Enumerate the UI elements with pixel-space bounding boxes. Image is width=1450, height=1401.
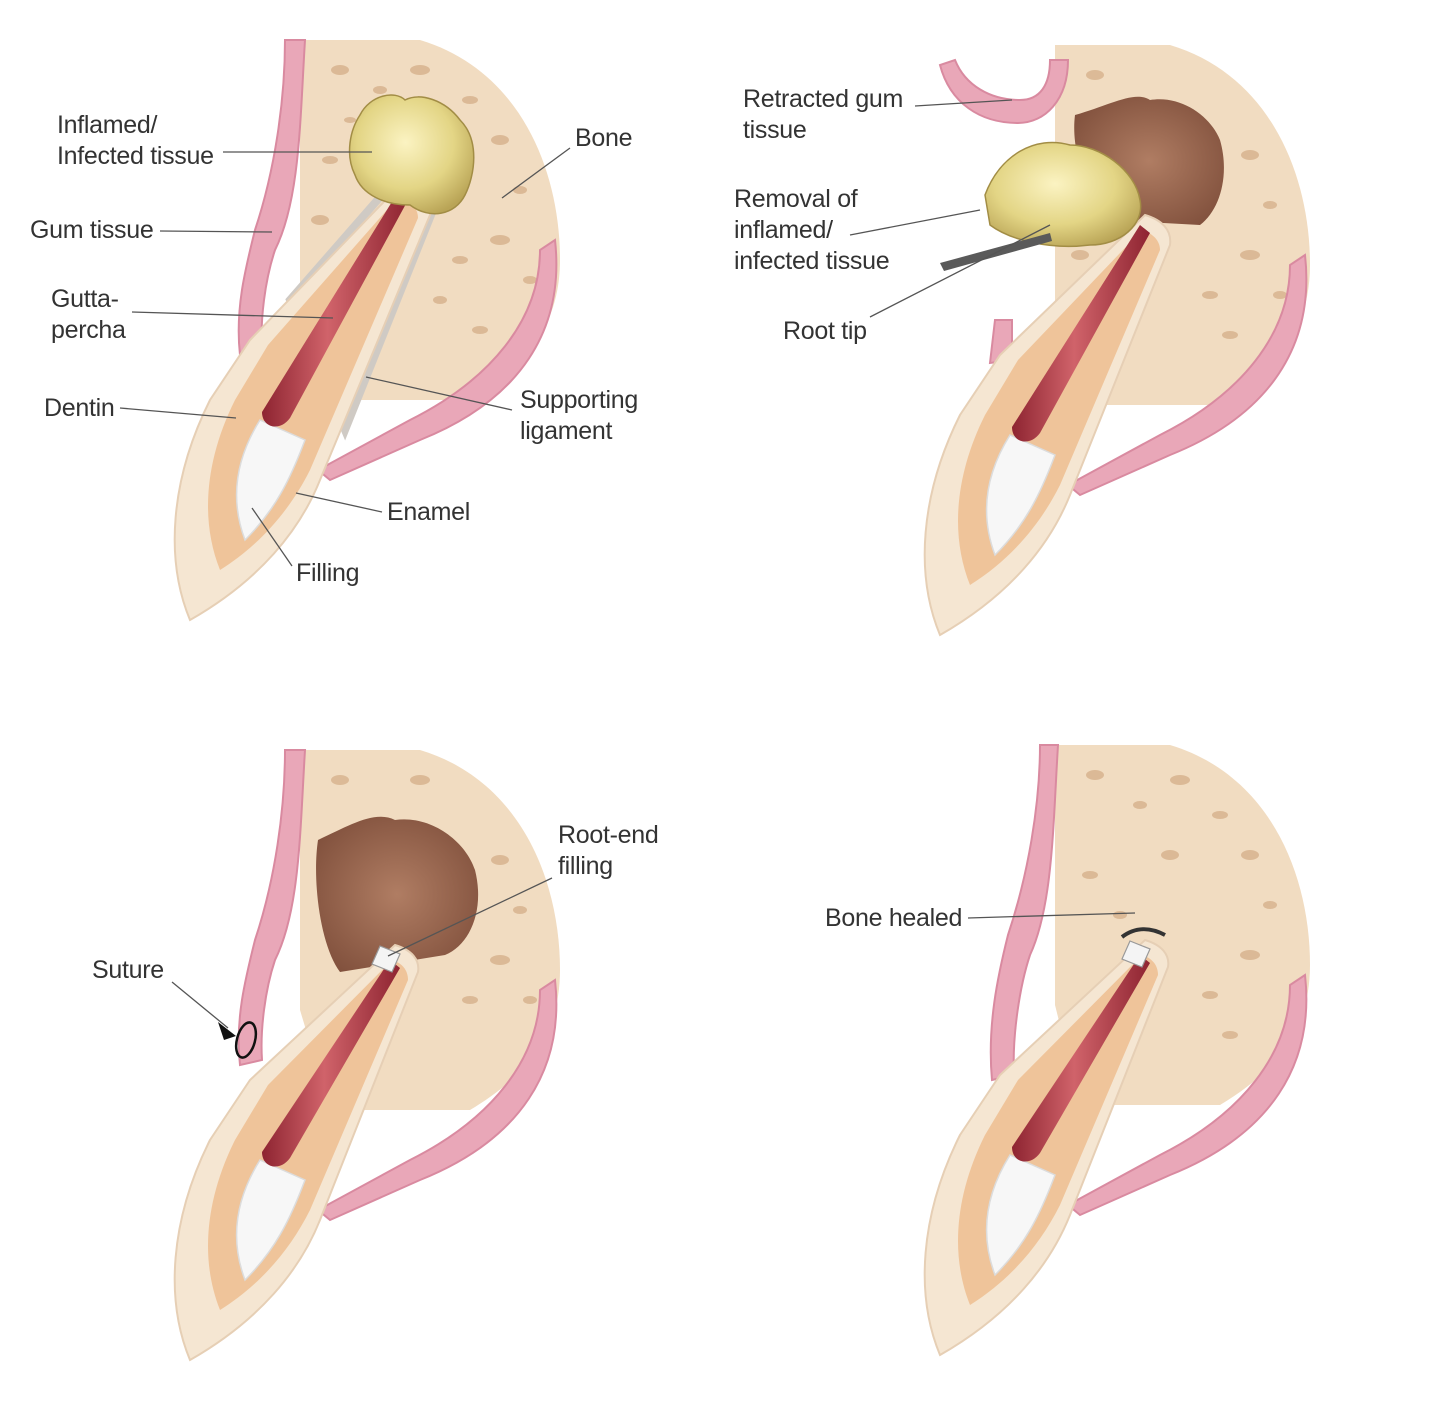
crown-filling — [985, 434, 1056, 557]
bone-pores — [311, 65, 537, 334]
label-bone-healed: Bone healed — [825, 904, 963, 932]
label-root-tip: Root tip — [783, 317, 867, 345]
gum-tissue-lower — [1066, 253, 1308, 497]
root-end-filling — [371, 945, 401, 973]
removed-infected-tissue — [984, 141, 1142, 248]
label-gum-tissue: Gum tissue — [30, 216, 154, 244]
gutta-percha — [262, 960, 400, 1167]
panel-root-end-filling — [171, 749, 560, 1362]
leader-lines-panel-1 — [119, 147, 571, 567]
bone-pores — [1071, 70, 1287, 339]
bone-pores — [331, 775, 537, 1004]
inflamed-infected-tissue — [348, 94, 475, 215]
leader-lines-panel-4 — [967, 912, 1136, 919]
label-retracted-gum-tissue: Retracted gum tissue — [743, 85, 904, 144]
gutta-percha — [262, 192, 408, 427]
label-dentin: Dentin — [44, 394, 115, 422]
label-filling: Filling — [296, 559, 360, 587]
label-bone: Bone — [575, 124, 633, 152]
label-inflamed-infected-tissue: Inflamed/ Infected tissue — [57, 111, 214, 170]
crown-filling — [985, 1154, 1056, 1277]
healed-bone-edge — [1120, 927, 1166, 939]
label-removal-of-tissue: Removal of inflamed/ infected tissue — [734, 185, 890, 275]
gum-tissue-lower — [1066, 973, 1308, 1217]
root-end-filling — [1121, 940, 1151, 968]
bone-pores — [1082, 770, 1277, 1039]
label-supporting-ligament: Supporting ligament — [520, 386, 638, 445]
gum-tissue-lower — [316, 978, 558, 1222]
label-suture: Suture — [92, 956, 164, 984]
label-root-end-filling: Root-end filling — [558, 821, 659, 880]
panel-bone-healed — [923, 744, 1310, 1357]
panel-tooth-diagnosis — [119, 39, 571, 622]
label-enamel: Enamel — [387, 498, 470, 526]
suture — [234, 1021, 258, 1059]
gum-tissue — [237, 749, 307, 1067]
retracted-gum-flap — [938, 58, 1070, 125]
leader-lines-panel-2 — [849, 99, 1051, 318]
gutta-percha — [1012, 225, 1150, 442]
gum-tissue-lower — [316, 238, 558, 482]
label-gutta-percha: Gutta- percha — [51, 285, 126, 344]
suture-arrow-icon — [218, 1022, 236, 1040]
gutta-percha — [1012, 955, 1150, 1162]
bone-cavity — [316, 816, 479, 972]
crown-filling — [235, 1159, 306, 1282]
panel-tissue-removal — [849, 45, 1310, 637]
leader-lines-panel-3 — [171, 877, 553, 1029]
